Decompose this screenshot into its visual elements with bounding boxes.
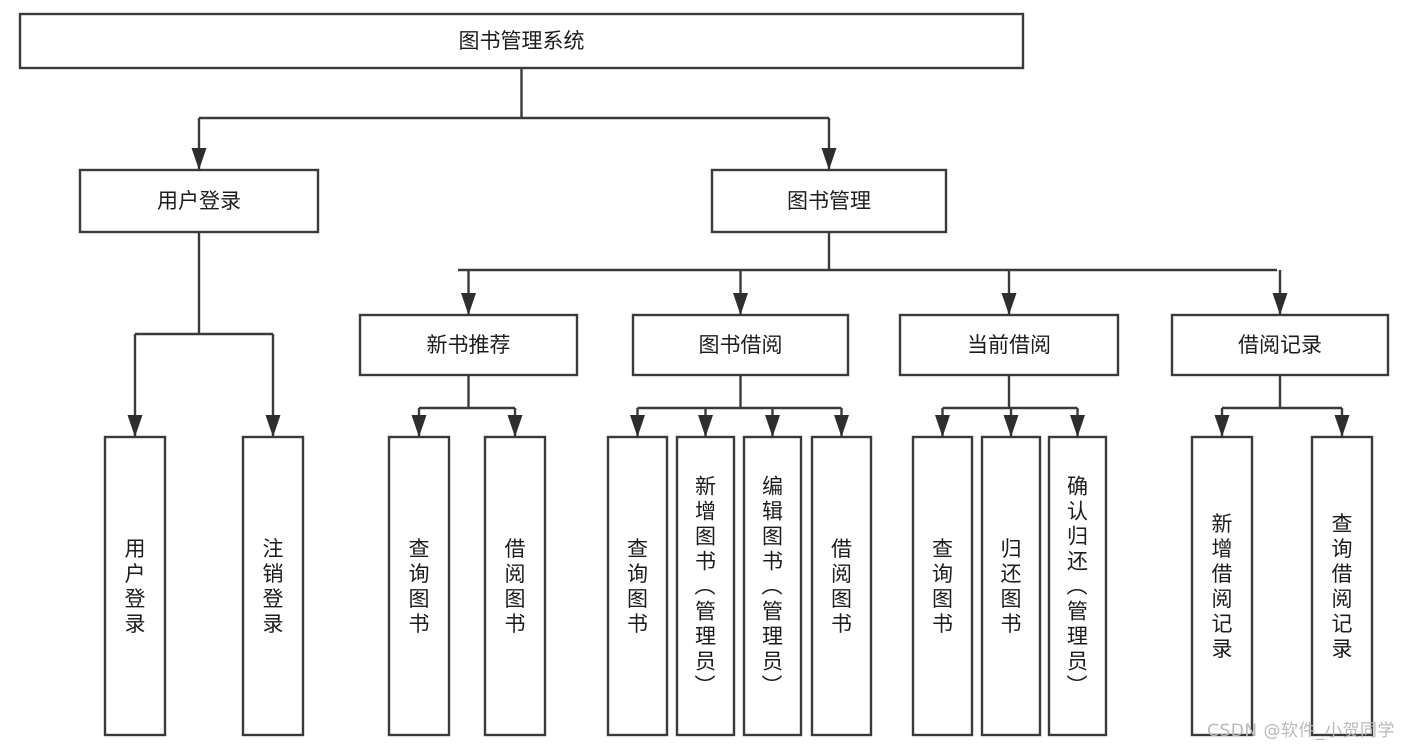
node-label: 图书借阅 [699,333,783,357]
node-query-book-3[interactable]: 查询图书 [911,435,974,737]
node-label: 图书管理 [787,189,871,213]
arrow-head-icon [1003,415,1019,437]
node-box [810,435,873,737]
node-label: 查询图书 [409,537,430,636]
node-box [911,435,974,737]
node-borrow-book-1[interactable]: 借阅图书 [483,435,547,737]
arrow-head-icon [834,415,849,437]
node-layer: 图书管理系统用户登录图书管理用户登录注销登录新书推荐查询图书借阅图书图书借阅查询… [18,12,1390,737]
node-box [606,435,669,737]
arrow-head-icon [461,293,476,315]
node-query-book-2[interactable]: 查询图书 [606,435,669,737]
node-label: 借阅图书 [831,537,852,636]
node-box [710,168,948,234]
node-box [742,435,803,737]
node-label: 用户登录 [157,189,241,213]
node-current-borrow[interactable]: 当前借阅 [898,313,1120,377]
arrow-head-icon [127,415,143,437]
node-query-borrow-record[interactable]: 查询借阅记录 [1310,435,1374,737]
node-user-logout[interactable]: 注销登录 [241,435,305,737]
node-edit-book[interactable]: 编辑图书（管理员） [742,435,803,737]
node-label: 查询借阅记录 [1332,512,1353,661]
node-box [898,313,1120,377]
node-label: 新增借阅记录 [1212,512,1233,661]
node-box [631,313,850,377]
arrow-head-icon [411,415,427,437]
arrow-head-icon [1334,415,1350,437]
arrow-head-icon [507,415,523,437]
arrow-head-icon [698,415,713,437]
node-label: 确认归还（管理员） [1067,475,1089,699]
node-box [1047,435,1108,737]
node-borrow-record[interactable]: 借阅记录 [1170,313,1390,377]
node-box [78,168,320,234]
node-label: 用户登录 [125,537,146,636]
node-box [675,435,736,737]
node-add-book[interactable]: 新增图书（管理员） [675,435,736,737]
node-add-borrow-record[interactable]: 新增借阅记录 [1190,435,1254,737]
watermark-text: CSDN @软件_小贺同学 [1207,721,1395,741]
node-label: 新增图书（管理员） [695,475,717,699]
arrow-head-icon [765,415,780,437]
node-borrow-book-2[interactable]: 借阅图书 [810,435,873,737]
node-label: 借阅图书 [505,537,526,636]
node-box [18,12,1025,70]
connector-layer [127,68,1350,437]
arrow-head-icon [1272,293,1288,315]
arrow-head-icon [935,415,950,437]
node-box [1310,435,1374,737]
node-label: 归还图书 [1001,537,1022,636]
node-box [1190,435,1254,737]
arrow-head-icon [1214,415,1230,437]
node-label: 查询图书 [932,537,953,636]
node-return-book[interactable]: 归还图书 [980,435,1042,737]
node-new-book-recommend[interactable]: 新书推荐 [358,313,579,377]
node-box [387,435,451,737]
node-label: 编辑图书（管理员） [762,475,784,699]
node-box [103,435,167,737]
node-root[interactable]: 图书管理系统 [18,12,1025,70]
node-label: 图书管理系统 [459,29,585,53]
arrow-head-icon [733,293,748,315]
node-box [1170,313,1390,377]
node-label: 新书推荐 [427,333,511,357]
node-label: 借阅记录 [1238,333,1322,357]
node-label: 当前借阅 [967,333,1051,357]
arrow-head-icon [1070,415,1085,437]
arrow-head-icon [821,148,837,170]
node-box [241,435,305,737]
arrow-head-icon [1001,293,1017,315]
arrow-head-icon [630,415,645,437]
arrow-head-icon [191,148,207,170]
node-box [358,313,579,377]
node-user-login[interactable]: 用户登录 [78,168,320,234]
node-book-borrow[interactable]: 图书借阅 [631,313,850,377]
node-box [980,435,1042,737]
node-label: 注销登录 [263,537,284,636]
node-book-management[interactable]: 图书管理 [710,168,948,234]
node-confirm-return[interactable]: 确认归还（管理员） [1047,435,1108,737]
node-user-login-do[interactable]: 用户登录 [103,435,167,737]
node-label: 查询图书 [627,537,648,636]
arrow-head-icon [265,415,281,437]
node-query-book-1[interactable]: 查询图书 [387,435,451,737]
node-box [483,435,547,737]
